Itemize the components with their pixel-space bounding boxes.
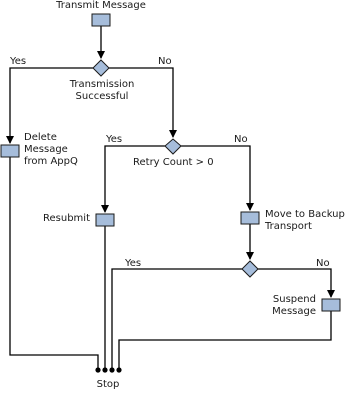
edge-decision2-no bbox=[181, 145, 254, 211]
box-resubmit bbox=[95, 213, 115, 227]
stop-dot bbox=[109, 367, 115, 373]
decision-backup-check bbox=[241, 260, 259, 278]
edge-label-d2-yes: Yes bbox=[106, 134, 123, 145]
box-suspend-message bbox=[321, 298, 341, 312]
edge-delete-to-stop bbox=[9, 157, 99, 368]
label-move-to-backup: Move to Backup Transport bbox=[265, 209, 345, 232]
edge-label-d3-yes: Yes bbox=[125, 258, 142, 269]
box-transmit-message bbox=[91, 13, 111, 27]
edge-decision1-yes bbox=[6, 67, 93, 144]
stop-dot bbox=[116, 367, 122, 373]
label-retry-count: Retry Count > 0 bbox=[133, 157, 214, 168]
label-transmit-message: Transmit Message bbox=[56, 0, 146, 11]
edge-decision3-yes-to-stop bbox=[111, 268, 242, 368]
edge-label-d1-yes: Yes bbox=[10, 56, 27, 67]
stop-dot bbox=[102, 367, 108, 373]
edge-label-d3-no: No bbox=[316, 258, 330, 269]
box-move-backup bbox=[240, 211, 260, 225]
label-suspend-message: Suspend Message bbox=[272, 294, 316, 317]
edge-label-d1-no: No bbox=[158, 56, 172, 67]
stop-terminals bbox=[95, 367, 122, 373]
decision-transmission-successful bbox=[92, 59, 110, 77]
stop-dot bbox=[95, 367, 101, 373]
label-transmission-successful: Transmission Successful bbox=[69, 79, 135, 102]
edge-decision3-no bbox=[258, 268, 335, 298]
edge-decision1-no bbox=[109, 67, 177, 138]
label-delete-message: Delete Message from AppQ bbox=[24, 132, 78, 167]
label-resubmit: Resubmit bbox=[43, 213, 90, 224]
edge-decision2-yes bbox=[101, 145, 165, 213]
edge-suspend-to-stop bbox=[118, 311, 332, 368]
connector-lines bbox=[6, 26, 335, 368]
edge-label-d2-no: No bbox=[234, 134, 248, 145]
label-stop: Stop bbox=[96, 379, 120, 390]
box-delete-message bbox=[0, 144, 20, 158]
decision-retry-count bbox=[164, 138, 182, 155]
